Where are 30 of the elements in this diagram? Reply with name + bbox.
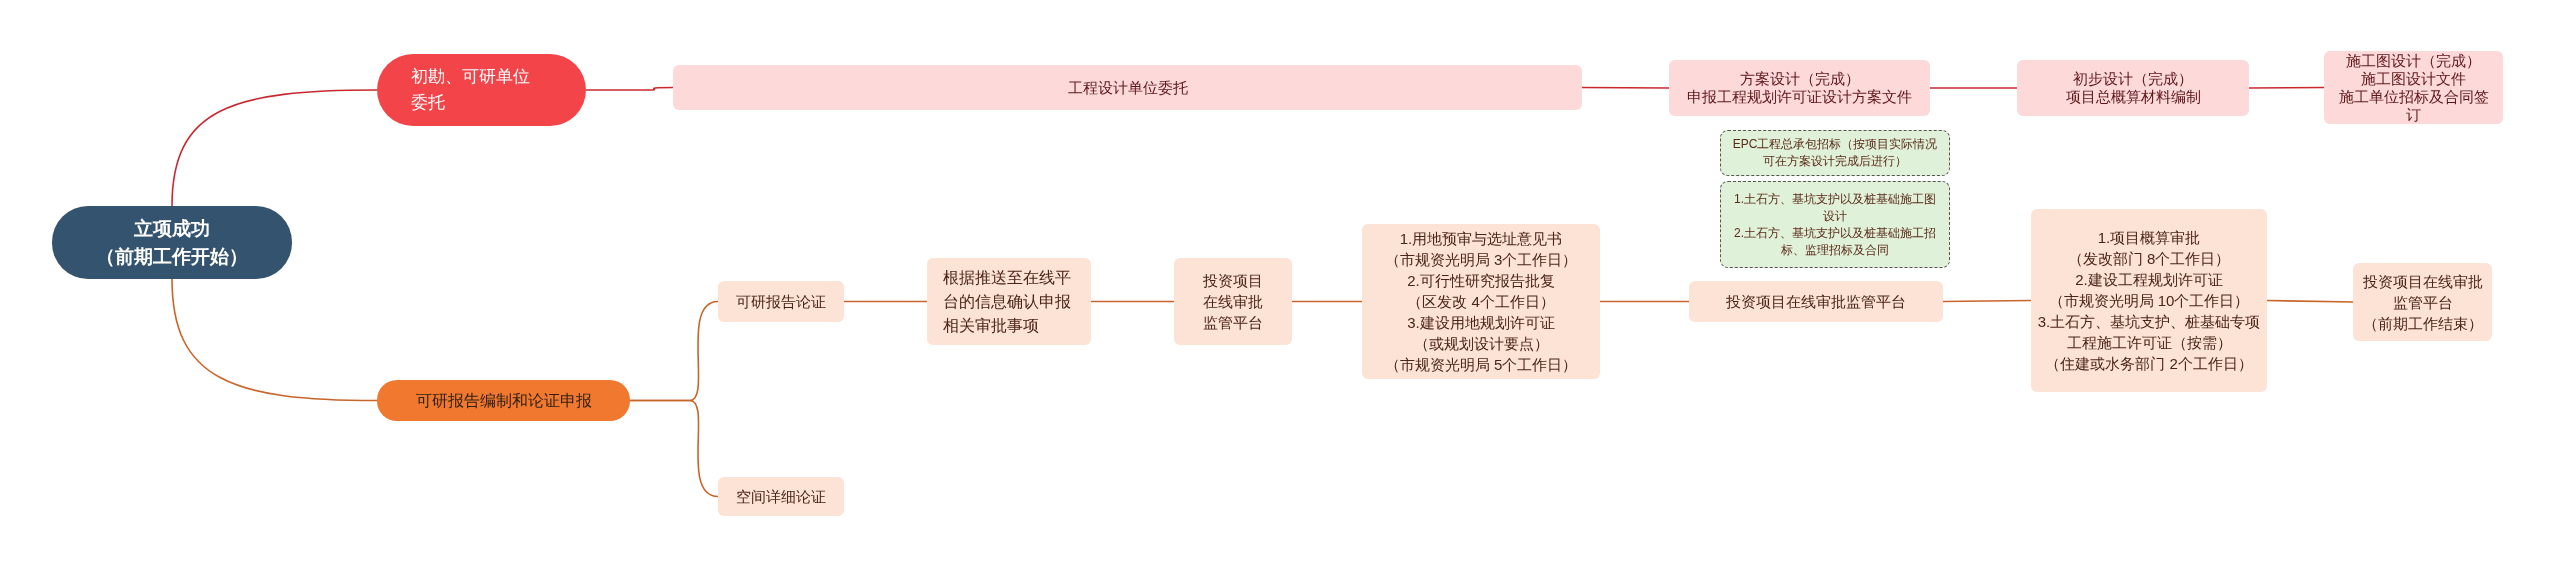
branch-node: 初勘、可研单位委托 xyxy=(377,54,586,126)
topic-box: 工程设计单位委托 xyxy=(673,65,1582,110)
connector-line xyxy=(1942,299,2032,303)
connector-line xyxy=(1599,300,1690,303)
connector-line xyxy=(629,399,719,498)
topic-box: 投资项目在线审批监管平台 （前期工作结束） xyxy=(2353,263,2492,341)
connector-line xyxy=(2266,299,2354,303)
topic-box: 施工图设计（完成） 施工图设计文件 施工单位招标及合同签订 xyxy=(2324,51,2503,124)
topic-box: 投资项目在线审批监管平台 xyxy=(1689,281,1943,322)
connector-line xyxy=(1581,86,1670,89)
topic-box: 可研报告论证 xyxy=(718,281,844,322)
connector-line xyxy=(585,86,674,91)
topic-box: 初步设计（完成） 项目总概算材料编制 xyxy=(2017,60,2249,116)
topic-box: 投资项目在线审批监管平台 xyxy=(1174,258,1292,345)
connector-line xyxy=(1291,300,1363,303)
topic-box: 空间详细论证 xyxy=(718,477,844,516)
connector-line xyxy=(843,300,928,303)
connector-line xyxy=(171,89,378,207)
topic-box: 方案设计（完成） 申报工程规划许可证设计方案文件 xyxy=(1669,60,1930,116)
note-box: EPC工程总承包招标（按项目实际情况可在方案设计完成后进行） xyxy=(1720,130,1950,176)
topic-box: 1.项目概算审批 （发改部门 8个工作日） 2.建设工程规划许可证 （市规资光明局 10个工作日） 3.土石方、基坑支护、桩基础专项工程施工许可证（按需） （住建或水务部门 2个工作日） xyxy=(2031,209,2267,392)
connector-line xyxy=(2248,86,2325,89)
connector-line xyxy=(171,278,378,402)
root-node: 立项成功 （前期工作开始） xyxy=(52,206,292,279)
branch-node: 可研报告编制和论证申报 xyxy=(377,380,630,421)
connector-line xyxy=(1090,300,1175,303)
topic-box: 1.用地预审与选址意见书 （市规资光明局 3个工作日） 2.可行性研究报告批复 （区发改 4个工作日） 3.建设用地规划许可证 （或规划设计要点） （市规资光明局 5个工作日） xyxy=(1362,224,1600,379)
note-box: 1.土石方、基坑支护以及桩基础施工图设计 2.土石方、基坑支护以及桩基础施工招标、监理招标及合同 xyxy=(1720,181,1950,268)
topic-box: 根据推送至在线平台的信息确认申报相关审批事项 xyxy=(927,258,1091,345)
connector-line xyxy=(1929,87,2018,89)
